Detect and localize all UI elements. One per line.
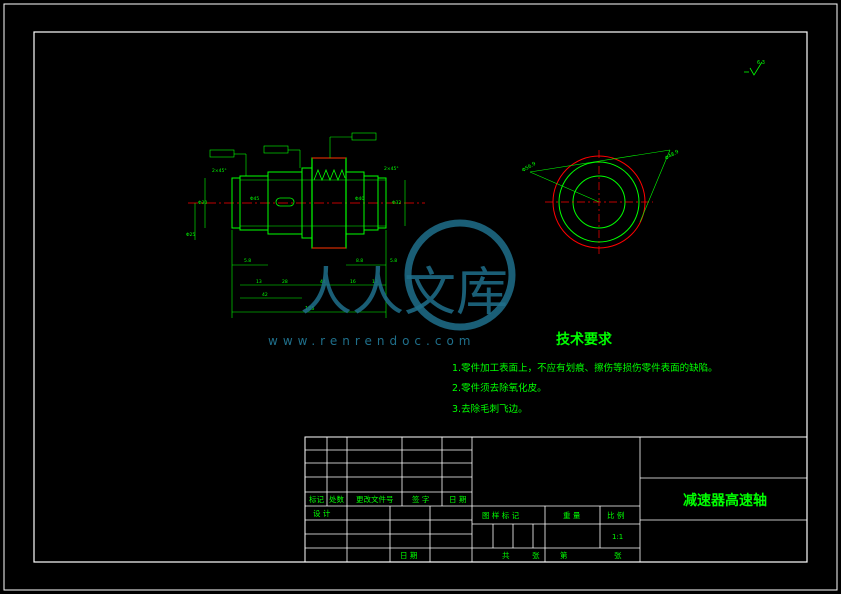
total-length-dim: 185: [305, 306, 315, 312]
diameter-dim-3: Φ40: [355, 196, 364, 202]
length-dim-2: 13: [256, 279, 262, 285]
watermark-logo: [404, 219, 516, 331]
outer-border: [3, 3, 838, 591]
tech-requirement-2: 2.零件须去除氧化皮。: [452, 382, 547, 394]
tech-requirements-title: 技术要求: [556, 331, 613, 348]
shaft-end-view: [529, 149, 671, 254]
length-dimension-lines: [194, 178, 406, 318]
rev-header-mark: 标记: [309, 494, 324, 504]
stage-header-weight: 重 量: [563, 511, 581, 520]
length-dim-7: 13: [372, 279, 378, 285]
rev-header-count: 处数: [329, 494, 344, 504]
chamfer-right-label: 2×45°: [384, 166, 399, 172]
shaft-front-view: [188, 157, 425, 249]
length-dim-3: 28: [282, 279, 288, 285]
date-label: 日 期: [400, 551, 417, 560]
part-name: 减速器高速轴: [683, 492, 767, 509]
diameter-dim-4: Φ32: [392, 200, 401, 206]
surface-finish-value: 6.3: [757, 60, 765, 66]
watermark-brand: 人人文库: [300, 263, 508, 323]
tech-requirement-3: 3.去除毛刺飞边。: [452, 403, 528, 415]
length-dim-9: 42: [262, 292, 268, 298]
scale-value: 1:1: [612, 533, 623, 541]
stage-header-scale: 比 例: [607, 510, 624, 520]
sheet-no-prefix: 第: [560, 550, 568, 560]
length-dim-6: 8.8: [356, 258, 363, 264]
title-block: [304, 436, 808, 563]
length-dim-4: 44: [320, 279, 326, 285]
design-label: 设 计: [313, 508, 331, 518]
sheet-total-prefix: 共: [502, 551, 510, 560]
rev-header-sign: 签 字: [412, 494, 429, 504]
tolerance-frames: [209, 132, 377, 176]
sheet-no-suffix: 张: [614, 551, 622, 560]
sheet-total-suffix: 张: [532, 551, 540, 560]
rev-header-date: 日 期: [449, 495, 466, 504]
diameter-dim-1: Φ30: [198, 200, 207, 206]
length-dim-1: 5.8: [244, 258, 251, 264]
tech-requirement-1: 1.零件加工表面上，不应有划痕、擦伤等损伤零件表面的缺陷。: [452, 362, 718, 374]
length-dim-8: 5.8: [390, 258, 397, 264]
surface-finish-mark: [744, 61, 763, 76]
length-dim-5: 16: [350, 279, 356, 285]
diameter-dim-2: Φ45: [250, 196, 259, 202]
watermark-url: www.renrendoc.com: [268, 334, 475, 348]
gear-teeth-highlight: [312, 157, 346, 249]
chamfer-left-label: 2×45°: [212, 168, 227, 174]
rev-header-doc: 更改文件号: [356, 494, 394, 504]
stage-header-mark: 图 样 标 记: [482, 510, 520, 520]
diameter-dim-5: Φ25: [186, 232, 195, 238]
